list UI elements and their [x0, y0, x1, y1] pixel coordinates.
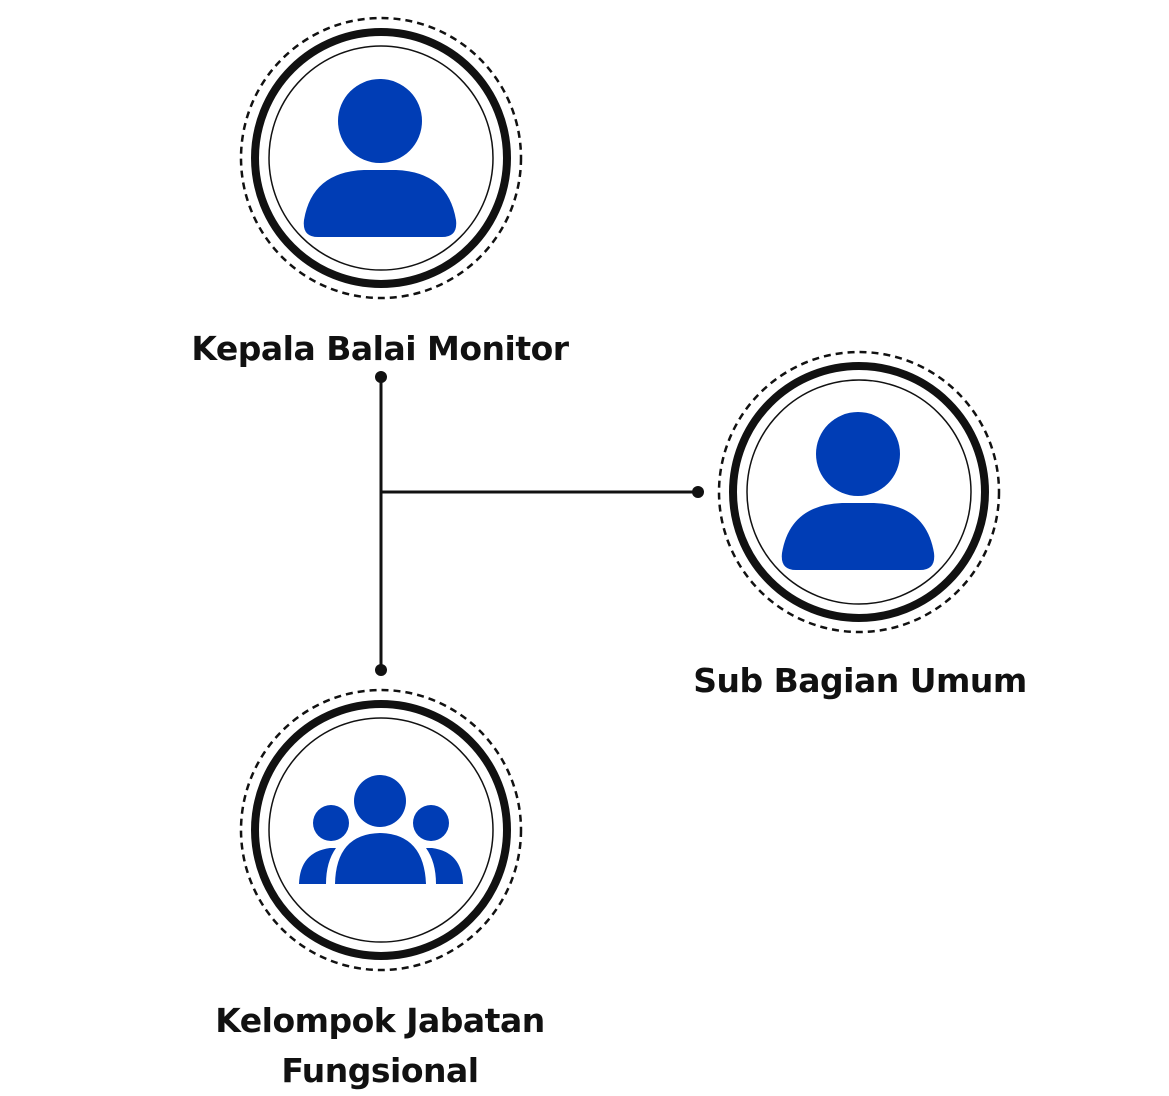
node-kepala[interactable]	[239, 16, 523, 300]
node-kelompok[interactable]	[239, 688, 523, 972]
thin-ring	[746, 379, 972, 605]
node-label-sub-bagian: Sub Bagian Umum	[693, 661, 1027, 700]
group-icon	[299, 775, 463, 884]
node-label-kelompok: Kelompok Jabatan Fungsional	[170, 996, 590, 1096]
connector-lines	[379, 377, 698, 670]
node-label-kepala: Kepala Balai Monitor	[191, 329, 569, 368]
thin-ring	[268, 45, 494, 271]
thick-ring	[251, 28, 511, 288]
person-icon	[303, 79, 457, 237]
node-label-kelompok-line1: Kelompok Jabatan	[215, 1001, 545, 1040]
node-sub-bagian[interactable]	[717, 350, 1001, 634]
connector-dot-right	[692, 486, 704, 498]
thick-ring	[251, 700, 511, 960]
connector-dot-bottom	[375, 664, 387, 676]
outer-dashed-ring	[239, 16, 523, 300]
person-icon	[781, 412, 935, 570]
outer-dashed-ring	[717, 350, 1001, 634]
node-label-kelompok-line2: Fungsional	[281, 1051, 479, 1090]
thick-ring	[729, 362, 989, 622]
outer-dashed-ring	[239, 688, 523, 972]
connector-dot-top	[375, 371, 387, 383]
thin-ring	[268, 717, 494, 943]
